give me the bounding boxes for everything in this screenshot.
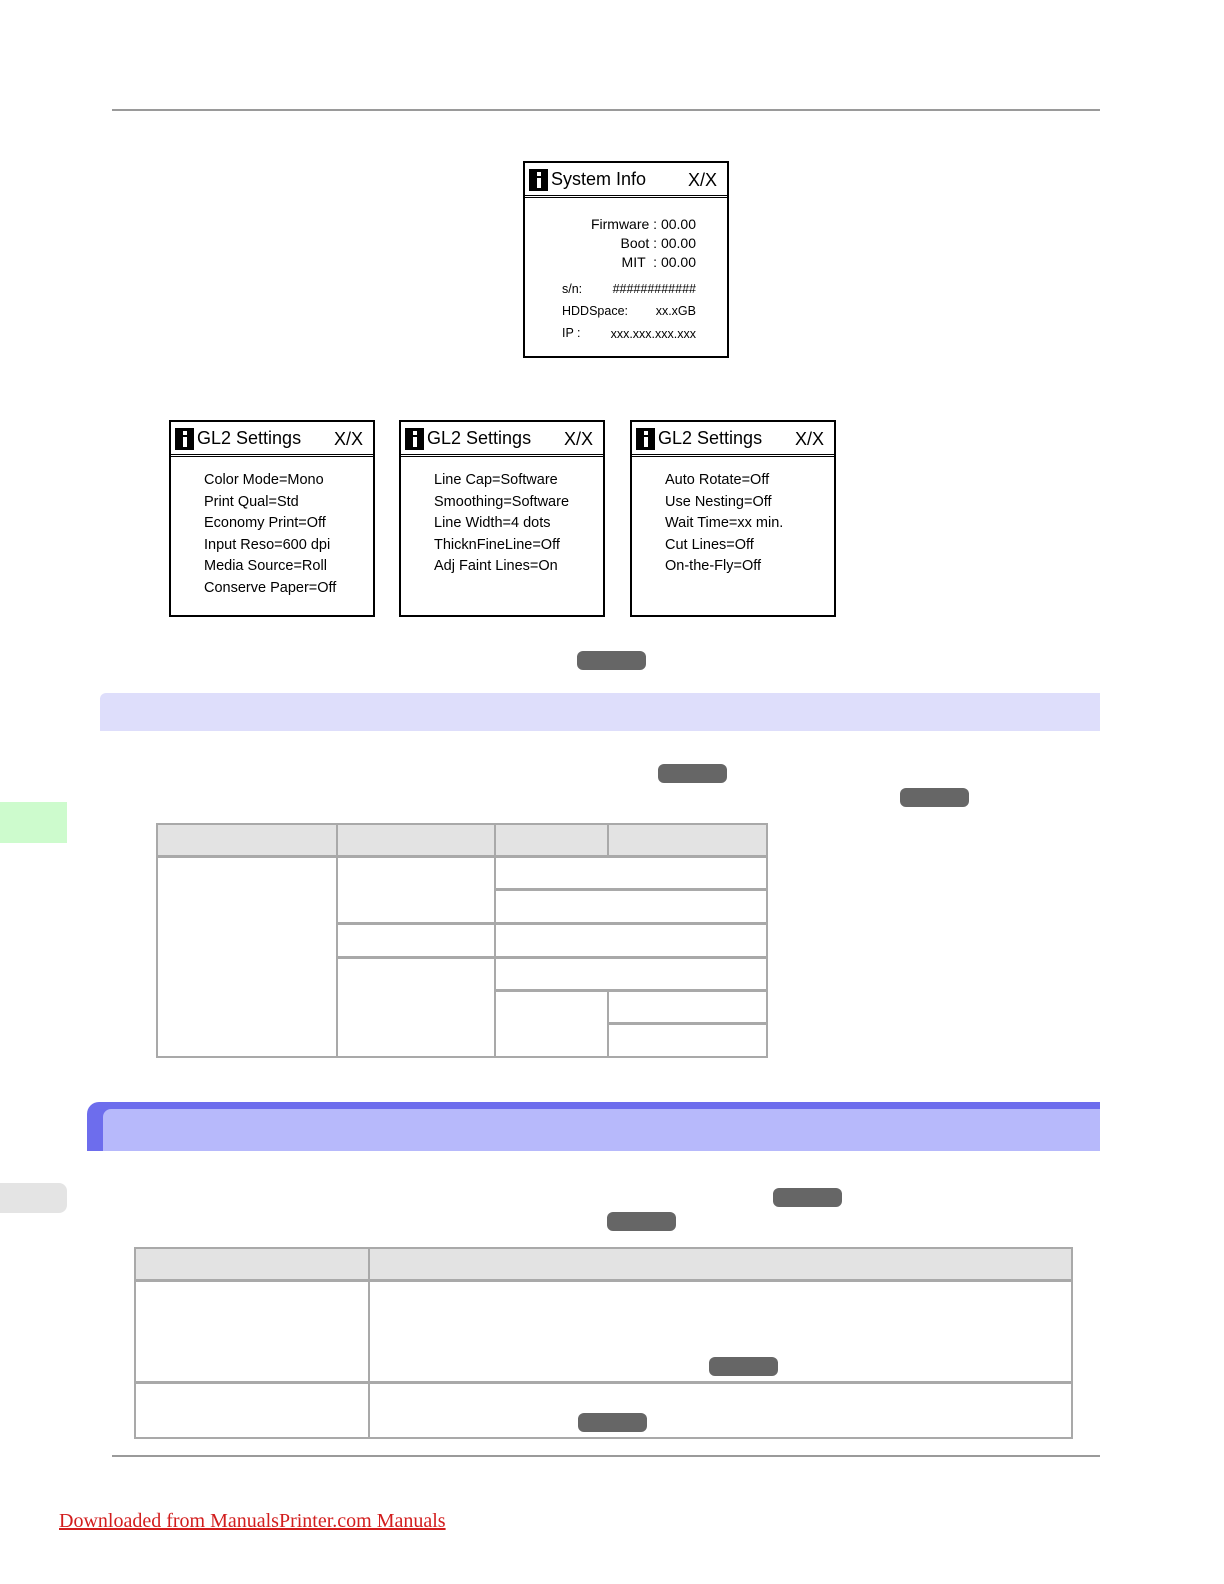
table-row-divider bbox=[336, 956, 768, 959]
table-border bbox=[134, 1437, 1073, 1439]
firmware-line: Firmware : 00.00 bbox=[590, 216, 696, 232]
table-border bbox=[134, 1247, 136, 1439]
ip-value: xxx.xxx.xxx.xxx bbox=[610, 327, 696, 341]
chapter-side-tab[interactable] bbox=[0, 802, 67, 843]
panel-line: Use Nesting=Off bbox=[665, 493, 772, 510]
table-column-divider bbox=[336, 823, 338, 1058]
info-icon bbox=[405, 428, 424, 450]
gl2-settings-panel-2: GL2 Settings X/X Line Cap=Software Smoot… bbox=[399, 420, 605, 617]
cross-reference-link[interactable] bbox=[577, 651, 646, 670]
panel-line: Adj Faint Lines=On bbox=[434, 558, 558, 574]
panel-lines: Color Mode=Mono Print Qual=Std Economy P… bbox=[204, 470, 336, 599]
panel-title: System Info bbox=[551, 169, 647, 189]
table-column-divider bbox=[368, 1247, 370, 1439]
panel-line: Input Reso=600 dpi bbox=[204, 536, 331, 553]
table-row-divider bbox=[494, 888, 768, 891]
panel-lines: Auto Rotate=Off Use Nesting=Off Wait Tim… bbox=[665, 470, 783, 578]
panel-header: GL2 Settings X/X bbox=[632, 422, 834, 457]
gl2-settings-panel-3: GL2 Settings X/X Auto Rotate=Off Use Nes… bbox=[630, 420, 836, 617]
panel-line: Conserve Paper=Off bbox=[204, 579, 337, 596]
table-row-divider bbox=[336, 922, 768, 925]
table-row-divider bbox=[607, 1022, 768, 1025]
table-header-divider bbox=[156, 855, 768, 858]
ip-label: IP : bbox=[562, 326, 581, 340]
section-side-tab[interactable] bbox=[0, 1183, 67, 1213]
panel-line: Wait Time=xx min. bbox=[665, 515, 784, 531]
panel-title: GL2 Settings bbox=[427, 428, 532, 448]
panel-line: Smoothing=Software bbox=[434, 493, 570, 510]
panel-header: System Info X/X bbox=[525, 163, 727, 198]
cross-reference-link[interactable] bbox=[607, 1212, 676, 1231]
table-header-divider bbox=[134, 1279, 1073, 1282]
panel-line: Media Source=Roll bbox=[204, 558, 327, 574]
mit-line: MIT : 00.00 bbox=[621, 254, 696, 270]
section-band bbox=[100, 693, 1100, 731]
info-icon bbox=[636, 428, 655, 450]
panel-line: Economy Print=Off bbox=[204, 515, 326, 531]
section-heading-band bbox=[103, 1109, 1100, 1151]
panel-header: GL2 Settings X/X bbox=[401, 422, 603, 457]
system-info-panel: System Info X/X Firmware : 00.00 Boot : … bbox=[523, 161, 729, 358]
hdd-label: HDDSpace: bbox=[562, 304, 628, 318]
panel-line: Print Qual=Std bbox=[204, 493, 299, 510]
top-rule bbox=[112, 109, 1100, 111]
table-column-divider bbox=[494, 823, 496, 1058]
panel-line: Cut Lines=Off bbox=[665, 536, 754, 553]
panel-line: Line Cap=Software bbox=[434, 472, 558, 488]
footer-download-link[interactable]: Downloaded from ManualsPrinter.com Manua… bbox=[59, 1510, 446, 1532]
sn-label: s/n: bbox=[562, 282, 583, 296]
panel-line: Color Mode=Mono bbox=[204, 472, 324, 488]
table-column-divider bbox=[607, 823, 609, 856]
panel-line: Auto Rotate=Off bbox=[665, 472, 770, 488]
table-border bbox=[1071, 1247, 1073, 1439]
table-border bbox=[134, 1247, 1073, 1249]
table-row-divider bbox=[494, 989, 768, 992]
boot-line: Boot : 00.00 bbox=[620, 235, 696, 251]
table-border bbox=[156, 1056, 768, 1058]
gl2-settings-panel-1: GL2 Settings X/X Color Mode=Mono Print Q… bbox=[169, 420, 375, 617]
table-border bbox=[156, 823, 158, 1058]
table-border bbox=[766, 823, 768, 1058]
info-icon bbox=[529, 169, 548, 191]
bottom-rule bbox=[112, 1455, 1100, 1457]
panel-page-indicator: X/X bbox=[333, 429, 363, 449]
cross-reference-link[interactable] bbox=[773, 1188, 842, 1207]
panel-header: GL2 Settings X/X bbox=[171, 422, 373, 457]
hdd-value: xx.xGB bbox=[655, 304, 696, 318]
panel-lines: Line Cap=Software Smoothing=Software Lin… bbox=[434, 470, 569, 578]
panel-title: GL2 Settings bbox=[197, 428, 302, 448]
cross-reference-link[interactable] bbox=[578, 1413, 647, 1432]
panel-line: Line Width=4 dots bbox=[434, 515, 551, 531]
panel-title: GL2 Settings bbox=[658, 428, 763, 448]
table-header-row bbox=[157, 824, 767, 856]
panel-page-indicator: X/X bbox=[563, 429, 593, 449]
panel-line: On-the-Fly=Off bbox=[665, 558, 762, 574]
panel-page-indicator: X/X bbox=[687, 170, 717, 190]
cross-reference-link[interactable] bbox=[900, 788, 969, 807]
table-row-divider bbox=[134, 1381, 1073, 1384]
cross-reference-link[interactable] bbox=[709, 1357, 778, 1376]
sn-value: ############ bbox=[612, 282, 696, 296]
cross-reference-link[interactable] bbox=[658, 764, 727, 783]
panel-page-indicator: X/X bbox=[794, 429, 824, 449]
table-border bbox=[156, 823, 768, 825]
panel-line: ThicknFineLine=Off bbox=[434, 536, 560, 553]
info-icon bbox=[175, 428, 194, 450]
table-header-row bbox=[135, 1248, 1071, 1280]
